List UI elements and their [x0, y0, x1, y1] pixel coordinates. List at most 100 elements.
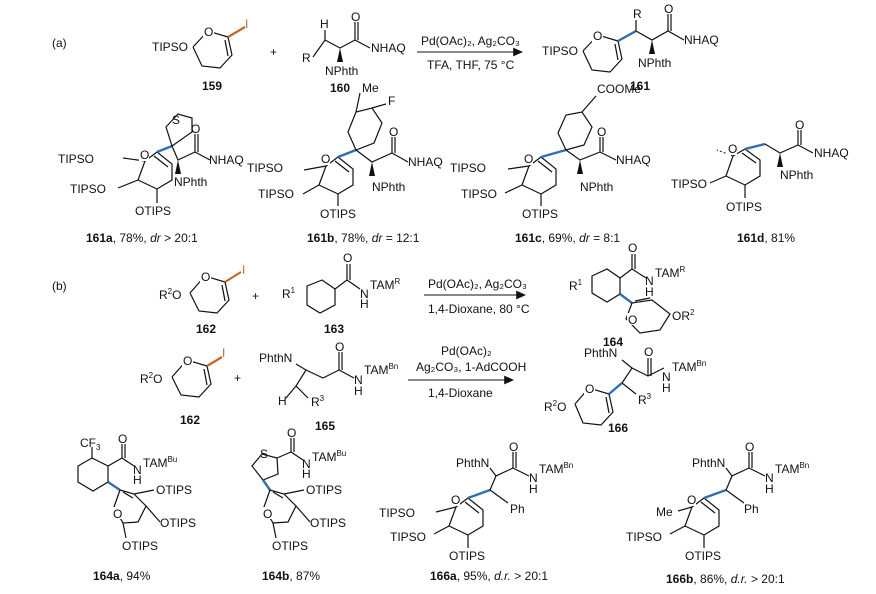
nphth-label: NPhth — [174, 175, 207, 189]
carbonyl-o: O — [597, 125, 606, 139]
r1-label: R1 — [569, 278, 583, 293]
amide-n: N — [354, 373, 363, 387]
r-label: R — [633, 7, 642, 21]
plus-sign: + — [234, 371, 241, 385]
plus-sign: + — [270, 45, 277, 59]
amide-n: N — [133, 463, 142, 477]
compound-166b: O Me PhthN O N H TAMBn Ph TIPSO OTIPS 16… — [626, 440, 809, 586]
phthn-label: PhthN — [584, 346, 617, 360]
compound-number-164: 164 — [603, 335, 623, 349]
carbonyl-o: O — [191, 122, 200, 136]
fluoro-label: F — [388, 94, 395, 108]
carbonyl-o: O — [351, 10, 360, 24]
nhaq-label: NHAQ — [209, 153, 244, 167]
tam-label: TAMBn — [775, 461, 809, 476]
r-label: R — [302, 51, 311, 65]
r3-label: R3 — [638, 392, 652, 407]
otips-label: OTIPS — [272, 539, 308, 553]
tam-label: TAMBn — [539, 461, 573, 476]
conditions-b1-top: Pd(OAc)₂, Ag₂CO₃ — [428, 277, 527, 291]
r1-label: R1 — [282, 286, 296, 301]
conditions-a-top: Pd(OAc)₂, Ag₂CO₃ — [421, 34, 520, 48]
nhaq-label: NHAQ — [814, 146, 849, 160]
plus-sign: + — [252, 289, 259, 303]
carbonyl-o: O — [389, 125, 398, 139]
carbonyl-o: O — [745, 440, 754, 454]
phthn-label: PhthN — [692, 456, 725, 470]
amide-n: N — [662, 370, 671, 384]
ring-oxygen: O — [321, 152, 330, 166]
compound-163: O N H TAMR R1 163 — [282, 251, 400, 336]
nhaq-label: NHAQ — [616, 153, 651, 167]
caption-161d: 161d, 81% — [737, 231, 795, 245]
ring-oxygen: O — [687, 493, 696, 507]
amide-n: N — [529, 471, 538, 485]
caption-164a: 164a, 94% — [93, 569, 151, 583]
carbonyl-o: O — [795, 118, 804, 132]
nhaq-label: NHAQ — [371, 41, 406, 55]
ring-oxygen: O — [183, 354, 192, 368]
compound-161d: O TIPSO OTIPS O NHAQ NPhth 161d, 81% — [671, 118, 849, 245]
ring-oxygen: O — [593, 29, 602, 43]
amide-h: H — [529, 482, 538, 496]
compound-161: O TIPSO R O NHAQ NPhth 161 — [542, 2, 719, 93]
tipso-label: TIPSO — [152, 40, 188, 54]
otips-label: OTIPS — [156, 483, 192, 497]
ring-oxygen: O — [728, 142, 737, 156]
conditions-b2-line1: Pd(OAc)₂ — [441, 344, 492, 358]
compound-166: O R2O PhthN O N H TAMBn R3 166 — [544, 345, 706, 435]
ring-oxygen: O — [451, 493, 460, 507]
carbonyl-o: O — [664, 2, 673, 16]
phthn-label: PhthN — [259, 351, 292, 365]
otips-label: OTIPS — [685, 549, 721, 563]
amide-n: N — [360, 287, 369, 301]
amide-h: H — [360, 297, 369, 311]
nphth-label: NPhth — [580, 180, 613, 194]
part-b-label: (b) — [52, 279, 67, 293]
phenyl-label: Ph — [510, 502, 525, 516]
conditions-b2-line2: Ag₂CO₃, 1-AdCOOH — [416, 360, 526, 374]
iodide-label: I — [245, 17, 248, 31]
compound-number-165: 165 — [315, 419, 335, 433]
compound-164: O OR2 O N H TAMR R1 164 — [569, 241, 695, 349]
compound-161c: O COOMe TIPSO TIPSO OTIPS O NHAQ NPhth 1… — [450, 82, 651, 245]
tam-label: TAMR — [370, 277, 400, 292]
tam-label: TAMBn — [672, 359, 706, 374]
compound-164b: O S O N H TAMBu OTIPS OTIPS OTIPS 164b, … — [251, 426, 346, 583]
tipso-label: TIPSO — [258, 187, 294, 201]
compound-165: PhthN O N H TAMBn H R3 165 — [259, 340, 398, 433]
carbonyl-o: O — [287, 426, 296, 440]
h-label: H — [278, 394, 287, 408]
carbonyl-o: O — [118, 432, 127, 446]
nphth-label: NPhth — [325, 64, 358, 78]
ring-oxygen: O — [140, 148, 149, 162]
compound-number-162: 162 — [180, 413, 200, 427]
nhaq-label: NHAQ — [408, 155, 443, 169]
thiophene-s: S — [260, 447, 268, 461]
phthn-label: PhthN — [456, 456, 489, 470]
caption-166b: 166b, 86%, d.r. > 20:1 — [666, 572, 785, 586]
r2o-label: R2O — [544, 399, 566, 414]
caption-164b: 164b, 87% — [262, 569, 320, 583]
otips-label: OTIPS — [522, 207, 558, 221]
amide-n: N — [645, 274, 654, 288]
amide-h: H — [765, 482, 774, 496]
compound-number-162: 162 — [196, 322, 216, 336]
caption-166a: 166a, 95%, d.r. > 20:1 — [430, 569, 548, 583]
amide-h: H — [645, 285, 654, 299]
ring-oxygen: O — [585, 382, 594, 396]
otips-label: OTIPS — [135, 204, 171, 218]
carbonyl-o: O — [335, 340, 344, 354]
tam-label: TAMBn — [364, 362, 398, 377]
amide-h: H — [133, 473, 142, 487]
otips-label: OTIPS — [726, 200, 762, 214]
otips-label: OTIPS — [320, 207, 356, 221]
carbonyl-o: O — [628, 241, 637, 255]
tam-label: TAMBu — [143, 455, 177, 470]
tipso-label: TIPSO — [671, 177, 707, 191]
tipso-label: TIPSO — [626, 530, 662, 544]
methyl-label: Me — [362, 81, 379, 95]
tipso-label: TIPSO — [542, 44, 578, 58]
tipso-label: TIPSO — [247, 161, 283, 175]
